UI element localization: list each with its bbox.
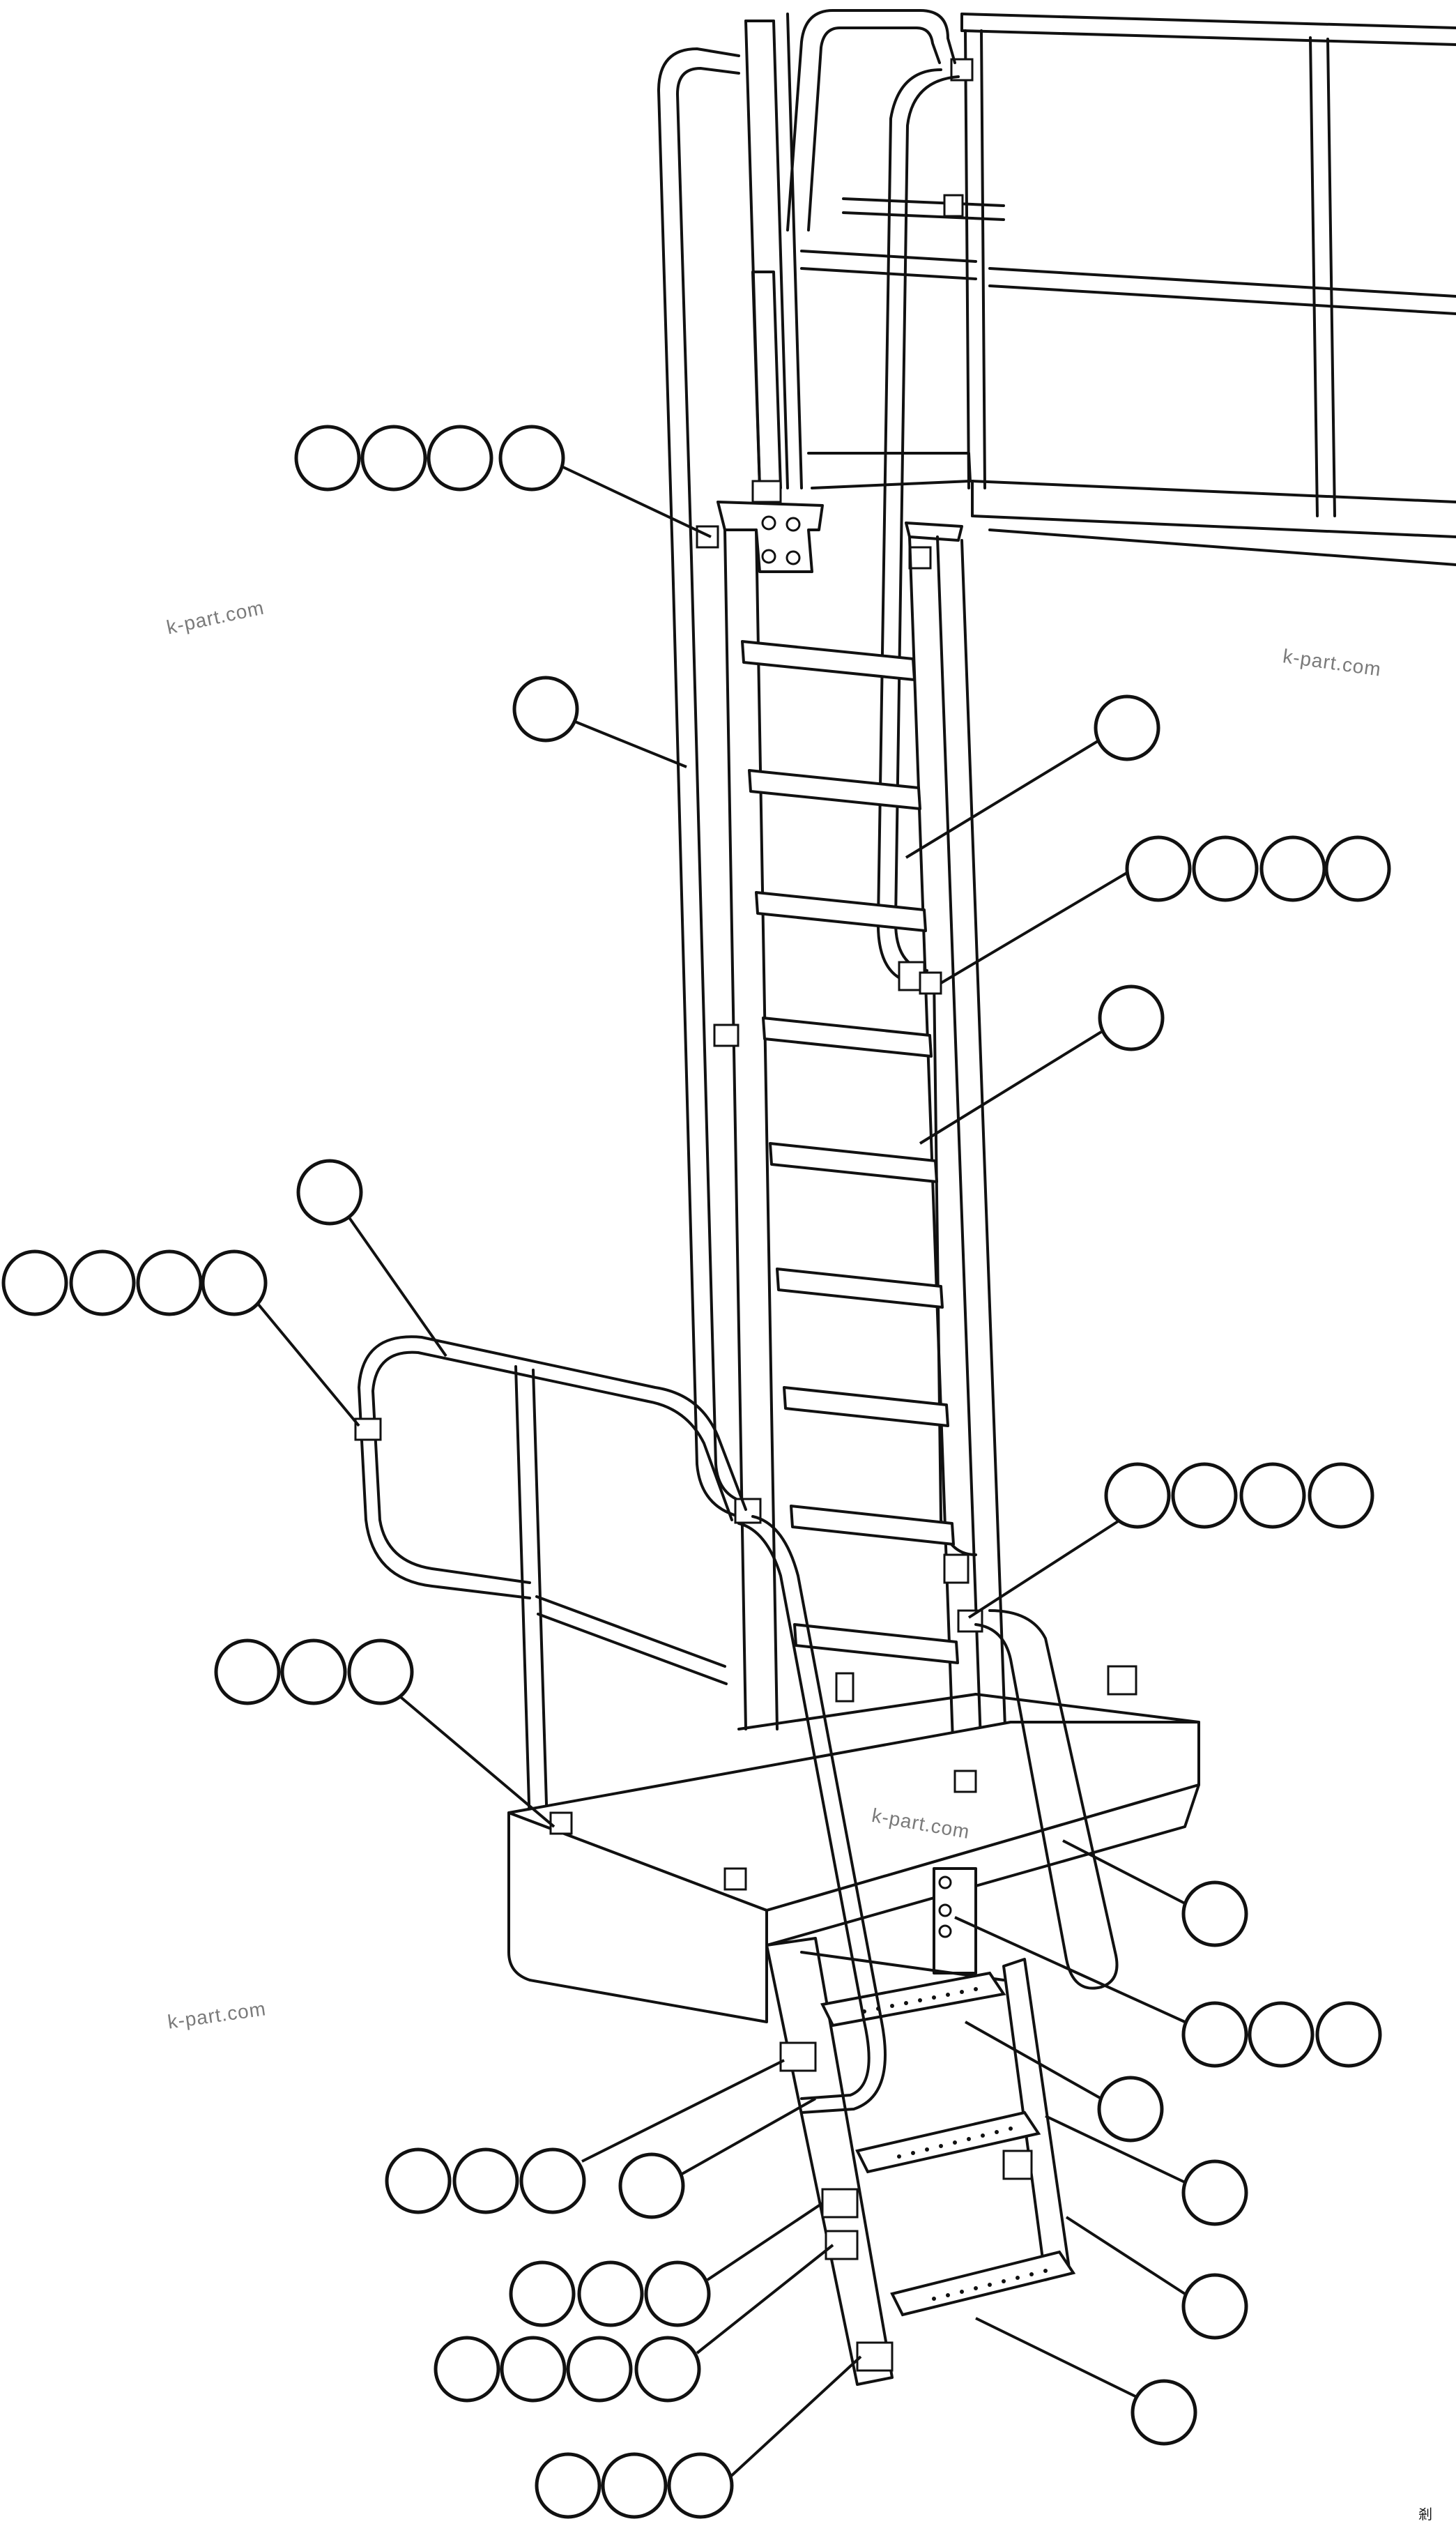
ladder-rungs	[741, 640, 959, 1664]
bolt-icon	[938, 1924, 952, 1938]
corner-mark: 剎	[1418, 2506, 1432, 2523]
bolt-icon	[734, 1498, 762, 1524]
bolt-icon	[713, 1024, 740, 1047]
bolt-icon	[938, 1903, 952, 1917]
upper-platform-railing	[800, 13, 1456, 566]
bolt-icon	[825, 2230, 859, 2260]
left-long-handrail	[657, 47, 747, 1518]
callout-bottom-tread	[975, 2317, 1197, 2446]
base-platform	[507, 1665, 1200, 2023]
bolt-icon	[779, 2041, 817, 2072]
stair-section	[737, 1515, 1076, 2386]
bolt-icon	[354, 1417, 382, 1441]
bolt-icon	[761, 549, 776, 564]
callout-stair-stringer-right	[1045, 2115, 1248, 2226]
callouts	[1, 425, 1391, 2519]
callout-step-tread	[965, 2021, 1164, 2143]
bolt-icon	[751, 480, 782, 503]
ladder-brackets	[713, 961, 983, 1633]
callout-right-upper-handrail	[905, 694, 1160, 859]
callout-left-handrail	[512, 676, 687, 768]
callout-lower-left-clamp	[1, 1249, 360, 1427]
callout-stair-mid-bolts	[509, 2202, 824, 2327]
bolt-icon	[696, 525, 719, 549]
callout-right-ladder-rail	[919, 984, 1165, 1145]
callout-stair-left-handrail	[618, 2097, 816, 2219]
bolt-icon	[938, 1876, 952, 1889]
bolt-icon	[821, 2188, 859, 2219]
callout-right-bracket-low	[967, 1462, 1374, 1619]
bolt-icon	[786, 517, 801, 532]
bolt-icon	[908, 546, 932, 570]
lower-left-handrail	[354, 1335, 747, 1828]
bolt-icon	[943, 1553, 970, 1584]
callout-lower-left-handrail	[296, 1159, 447, 1357]
callout-stair-foot-bolts	[535, 2355, 862, 2519]
callout-step-bolts-right	[954, 1916, 1382, 2068]
bolt-icon	[549, 1811, 573, 1835]
bolt-icon	[761, 515, 776, 531]
lower-right-handrail	[974, 1609, 1119, 1990]
callout-right-bracket-mid	[940, 835, 1391, 984]
bolt-icon	[1107, 1665, 1137, 1696]
bolt-icon	[1002, 2150, 1033, 2180]
callout-platform-mount	[214, 1638, 555, 1828]
bolt-icon	[919, 971, 942, 995]
top-mounting-plate	[696, 480, 963, 573]
callout-stair-top-bolts	[385, 2059, 785, 2214]
bolt-icon	[835, 1672, 855, 1703]
bolt-icon	[953, 1770, 977, 1793]
callout-stair-support	[1065, 2216, 1248, 2340]
callout-lower-right-handrail	[1062, 1839, 1248, 1947]
callout-top-left-bracket	[294, 425, 712, 538]
bolt-icon	[723, 1867, 747, 1891]
bolt-icon	[957, 1609, 983, 1633]
bolt-icon	[856, 2341, 894, 2372]
vertical-posts	[744, 13, 972, 489]
callout-stair-low-bolts	[434, 2244, 834, 2403]
bolt-icon	[943, 194, 964, 218]
bolt-icon	[786, 550, 801, 565]
